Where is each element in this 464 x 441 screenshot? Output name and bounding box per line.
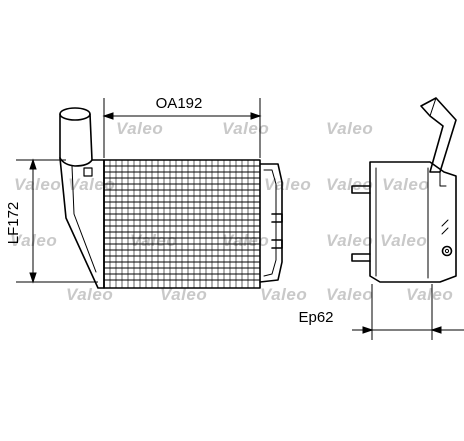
valeo-watermark: Valeo	[326, 285, 373, 304]
valeo-watermark: Valeo	[14, 175, 61, 194]
valeo-watermark: Valeo	[116, 119, 163, 138]
side-view	[351, 97, 457, 283]
depth-label: Ep62	[298, 309, 333, 326]
valeo-watermark: Valeo	[382, 175, 429, 194]
height-label: LF172	[5, 202, 22, 245]
width-dimension	[102, 98, 262, 158]
outlet-pipe	[420, 97, 457, 173]
valeo-watermark: Valeo	[380, 231, 427, 250]
height-dimension	[16, 158, 98, 284]
valeo-watermark: Valeo	[406, 285, 453, 304]
bracket-tab	[83, 167, 93, 177]
side-fitting-upper	[271, 213, 283, 223]
side-fitting-bottom	[351, 253, 371, 262]
inlet-pipe	[59, 107, 93, 167]
side-fitting-top	[351, 185, 371, 194]
valeo-watermark: Valeo	[68, 175, 115, 194]
mount-hole	[441, 245, 453, 257]
valeo-watermark: Valeo	[326, 231, 373, 250]
front-view	[59, 107, 283, 289]
valeo-watermark: Valeo	[264, 175, 311, 194]
depth-dimension	[352, 284, 464, 340]
side-body	[369, 161, 457, 283]
valeo-watermark: Valeo	[222, 231, 269, 250]
left-end-tank	[59, 157, 105, 289]
side-fitting-lower	[271, 239, 283, 249]
valeo-watermark: Valeo	[222, 119, 269, 138]
valeo-watermark: Valeo	[326, 119, 373, 138]
valeo-watermark: Valeo	[160, 285, 207, 304]
valeo-watermark: Valeo	[66, 285, 113, 304]
valeo-watermark: Valeo	[130, 231, 177, 250]
valeo-watermark: Valeo	[326, 175, 373, 194]
valeo-watermark: Valeo	[260, 285, 307, 304]
width-label: OA192	[156, 95, 203, 112]
